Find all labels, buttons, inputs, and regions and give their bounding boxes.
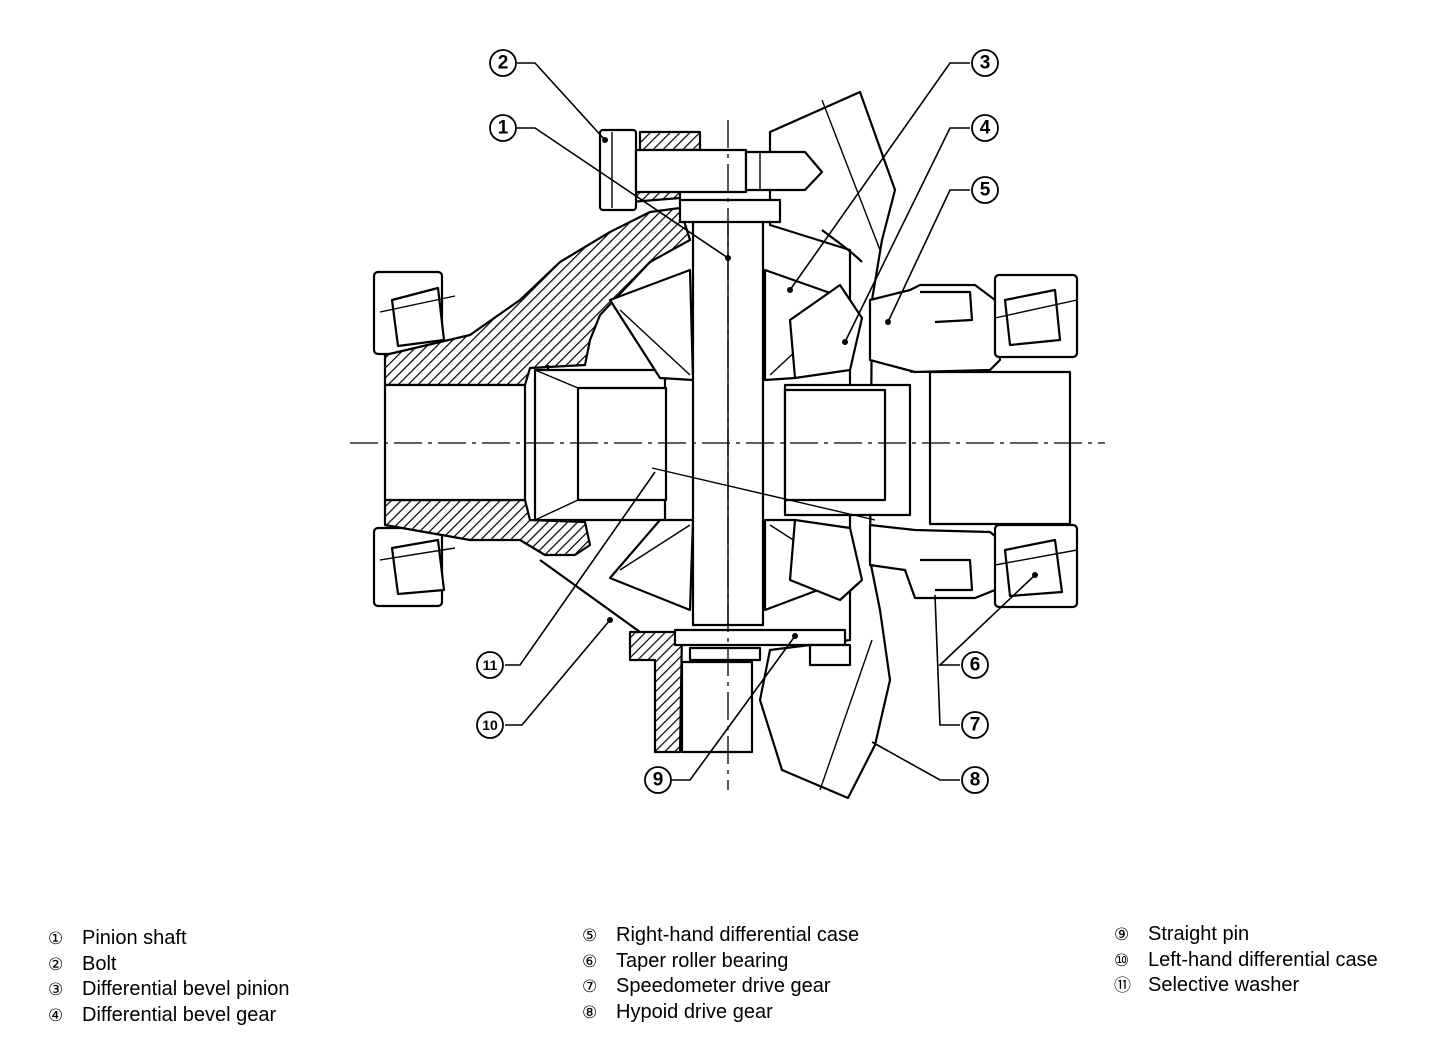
- pinion-shaft-shape: [678, 198, 782, 627]
- callout-8: 8: [961, 766, 989, 794]
- legend-item: ③ Differential bevel pinion: [48, 977, 290, 1003]
- legend-label: Bolt: [82, 952, 117, 975]
- leader-lines: [505, 62, 1038, 781]
- svg-text:6: 6: [970, 655, 981, 676]
- svg-text:11: 11: [483, 657, 498, 673]
- legend-item: ⑪ Selective washer: [1114, 973, 1378, 999]
- svg-text:4: 4: [980, 118, 991, 139]
- callout-2: 2: [489, 49, 517, 77]
- legend-item: ⑦ Speedometer drive gear: [582, 974, 859, 1000]
- svg-text:7: 7: [970, 715, 981, 736]
- svg-text:5: 5: [980, 180, 991, 201]
- svg-text:3: 3: [980, 53, 991, 74]
- right-axle-bore: [783, 370, 1072, 526]
- legend-label: Straight pin: [1148, 923, 1250, 945]
- legend-item: ⑥ Taper roller bearing: [582, 949, 859, 975]
- legend-label: Pinion shaft: [82, 927, 187, 949]
- legend-label: Speedometer drive gear: [616, 975, 831, 997]
- legend-marker: ⑩: [1114, 950, 1130, 970]
- left-axle-bore: [383, 368, 668, 522]
- legend-marker: ②: [48, 954, 64, 974]
- right-taper-roller-bearing: [993, 273, 1079, 609]
- legend-column-3: ⑨ Straight pin ⑩ Left-hand differential ca…: [1114, 922, 1378, 999]
- callout-4: 4: [971, 114, 999, 142]
- callout-9: 9: [644, 766, 672, 794]
- svg-text:8: 8: [970, 770, 981, 791]
- legend-marker: ⑤: [582, 926, 598, 945]
- svg-text:10: 10: [482, 717, 498, 733]
- legend-label: Hypoid drive gear: [616, 1000, 773, 1023]
- svg-text:2: 2: [498, 53, 509, 74]
- right-hand-differential-case: [868, 283, 1002, 600]
- legend-marker: ⑨: [1114, 925, 1130, 944]
- legend-label: Selective washer: [1148, 974, 1300, 996]
- legend-item: ① Pinion shaft: [48, 926, 290, 952]
- legend-marker: ⑧: [582, 1002, 598, 1022]
- legend-column-2: ⑤ Right-hand differential case ⑥ Taper rol…: [582, 923, 859, 1025]
- legend-item: ⑤ Right-hand differential case: [582, 923, 859, 949]
- left-taper-roller-bearing: [372, 270, 456, 608]
- legend-marker: ⑦: [582, 977, 598, 996]
- legend-marker: ⑥: [582, 951, 598, 971]
- straight-pin-shape: [673, 628, 852, 754]
- callout-7: 7: [961, 711, 989, 739]
- callout-1: 1: [489, 114, 517, 142]
- legend-label: Left-hand differential case: [1148, 948, 1378, 971]
- svg-text:1: 1: [498, 118, 509, 139]
- differential-bevel-gears: [788, 283, 864, 602]
- legend-item: ④ Differential bevel gear: [48, 1003, 290, 1029]
- legend-column-1: ① Pinion shaft ② Bolt ③ Differential bevel …: [48, 926, 290, 1028]
- legend-label: Right-hand differential case: [616, 924, 860, 946]
- callout-10: 10: [476, 711, 504, 739]
- legend-marker: ③: [48, 980, 64, 999]
- legend-item: ② Bolt: [48, 952, 290, 978]
- legend-item: ⑩ Left-hand differential case: [1114, 948, 1378, 974]
- legend-label: Taper roller bearing: [616, 949, 789, 972]
- callout-3: 3: [971, 49, 999, 77]
- legend-item: ⑨ Straight pin: [1114, 922, 1378, 948]
- callout-11: 11: [476, 651, 504, 679]
- callout-5: 5: [971, 176, 999, 204]
- legend-label: Differential bevel gear: [82, 1003, 277, 1026]
- legend-marker: ①: [48, 929, 64, 948]
- legend-marker: ④: [48, 1005, 64, 1025]
- legend-item: ⑧ Hypoid drive gear: [582, 1000, 859, 1026]
- svg-text:9: 9: [653, 770, 664, 791]
- legend-marker: ⑪: [1114, 976, 1131, 995]
- legend-label: Differential bevel pinion: [82, 978, 290, 1000]
- callout-6: 6: [961, 651, 989, 679]
